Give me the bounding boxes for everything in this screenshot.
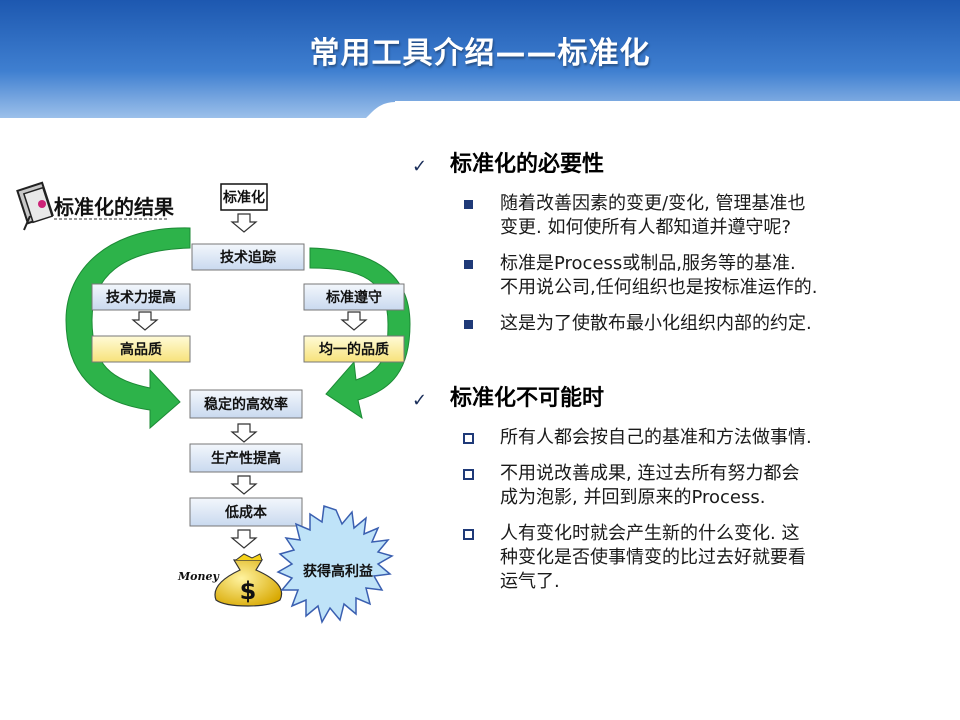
section-header: ✓ 标准化的必要性 (412, 150, 942, 180)
bullet-list: 所有人都会按自己的基准和方法做事情. 不用说改善成果, 连过去所有努力都会成为泡… (412, 426, 942, 594)
section-title: 标准化的必要性 (450, 152, 605, 177)
node-standardization-label: 标准化 (222, 189, 265, 206)
node-tech-tracking (191, 243, 305, 271)
down-arrow (230, 423, 258, 443)
down-arrow (340, 311, 368, 331)
node-uniform-quality (303, 335, 405, 363)
book-icon (16, 181, 54, 231)
node-stable-efficiency (189, 389, 303, 419)
section-header: ✓ 标准化不可能时 (412, 384, 942, 414)
money-bag-icon: $ (214, 553, 283, 607)
list-item-line: 标准是Process或制品,服务等的基准. (500, 253, 796, 274)
left-cycle-arrow (65, 227, 191, 430)
hollow-square-bullet-icon (463, 469, 474, 480)
list-item: 所有人都会按自己的基准和方法做事情. (412, 426, 942, 450)
list-item-line: 变更. 如何使所有人都知道并遵守呢? (500, 217, 791, 238)
list-item-line: 不用说公司,任何组织也是按标准运作的. (500, 277, 818, 298)
checkmark-icon: ✓ (412, 156, 428, 177)
node-standardization (220, 183, 268, 211)
section-title: 标准化不可能时 (450, 386, 605, 411)
filled-square-bullet-icon (464, 320, 473, 329)
list-item-line: 这是为了使散布最小化组织内部的约定. (500, 313, 812, 334)
list-item-line: 人有变化时就会产生新的什么变化. 这 (500, 523, 800, 544)
bullet-list: 随着改善因素的变更/变化, 管理基准也变更. 如何使所有人都知道并遵守呢? 标准… (412, 192, 942, 336)
diagram-canvas: 标准化的结果 标准化 技术追踪 技术力提高 标准遵守 高品质 (16, 181, 411, 624)
list-item: 这是为了使散布最小化组织内部的约定. (412, 312, 942, 336)
right-cycle-arrow (309, 247, 411, 420)
result-label: 标准化的结果 (54, 195, 174, 219)
node-tech-improve (91, 283, 191, 311)
profit-starburst (276, 504, 394, 624)
node-high-quality (91, 335, 191, 363)
down-arrow (230, 213, 258, 233)
dollar-sign: $ (240, 577, 257, 605)
slide-title: 常用工具介绍——标准化 (309, 36, 651, 71)
money-label: Money (177, 570, 221, 583)
node-uniform-quality-label: 均一的品质 (319, 341, 389, 358)
filled-square-bullet-icon (464, 200, 473, 209)
down-arrow (131, 311, 159, 331)
filled-square-bullet-icon (464, 260, 473, 269)
down-arrow (230, 529, 258, 549)
checkmark-icon: ✓ (412, 390, 428, 411)
header-background (0, 0, 960, 118)
section-necessity: ✓ 标准化的必要性 随着改善因素的变更/变化, 管理基准也变更. 如何使所有人都… (412, 150, 942, 336)
list-item: 不用说改善成果, 连过去所有努力都会成为泡影, 并回到原来的Process. (412, 462, 942, 510)
node-standard-compliance-label: 标准遵守 (325, 289, 382, 306)
node-low-cost (189, 497, 303, 527)
node-standard-compliance (303, 283, 405, 311)
node-high-quality-label: 高品质 (120, 341, 162, 358)
list-item: 随着改善因素的变更/变化, 管理基准也变更. 如何使所有人都知道并遵守呢? (412, 192, 942, 240)
down-arrow (230, 475, 258, 495)
list-item-line: 不用说改善成果, 连过去所有努力都会 (500, 463, 800, 484)
node-productivity (189, 443, 303, 473)
flow-arrows (131, 213, 368, 549)
hollow-square-bullet-icon (463, 529, 474, 540)
list-item-line: 种变化是否使事情变的比过去好就要看 (500, 547, 806, 568)
list-item-line: 随着改善因素的变更/变化, 管理基准也 (500, 193, 806, 214)
section-impossible: ✓ 标准化不可能时 所有人都会按自己的基准和方法做事情. 不用说改善成果, 连过… (412, 384, 942, 594)
header-banner: 常用工具介绍——标准化 (0, 0, 960, 118)
node-productivity-label: 生产性提高 (211, 450, 281, 467)
node-tech-tracking-label: 技术追踪 (220, 249, 276, 266)
list-item: 标准是Process或制品,服务等的基准. 不用说公司,任何组织也是按标准运作的. (412, 252, 942, 300)
list-item-line: 运气了. (500, 571, 560, 592)
hollow-square-bullet-icon (463, 433, 474, 444)
list-item-line: 所有人都会按自己的基准和方法做事情. (500, 427, 812, 448)
profit-label: 获得高利益 (303, 563, 373, 580)
content-panel: ✓ 标准化的必要性 随着改善因素的变更/变化, 管理基准也变更. 如何使所有人都… (412, 150, 942, 594)
standardization-diagram: 标准化的结果 标准化 技术追踪 技术力提高 标准遵守 高品质 (0, 118, 420, 658)
node-low-cost-label: 低成本 (224, 504, 268, 521)
list-item-line: 成为泡影, 并回到原来的Process. (500, 487, 766, 508)
node-tech-improve-label: 技术力提高 (106, 289, 176, 306)
list-item: 人有变化时就会产生新的什么变化. 这种变化是否使事情变的比过去好就要看运气了. (412, 522, 942, 594)
node-stable-efficiency-label: 稳定的高效率 (204, 396, 288, 413)
